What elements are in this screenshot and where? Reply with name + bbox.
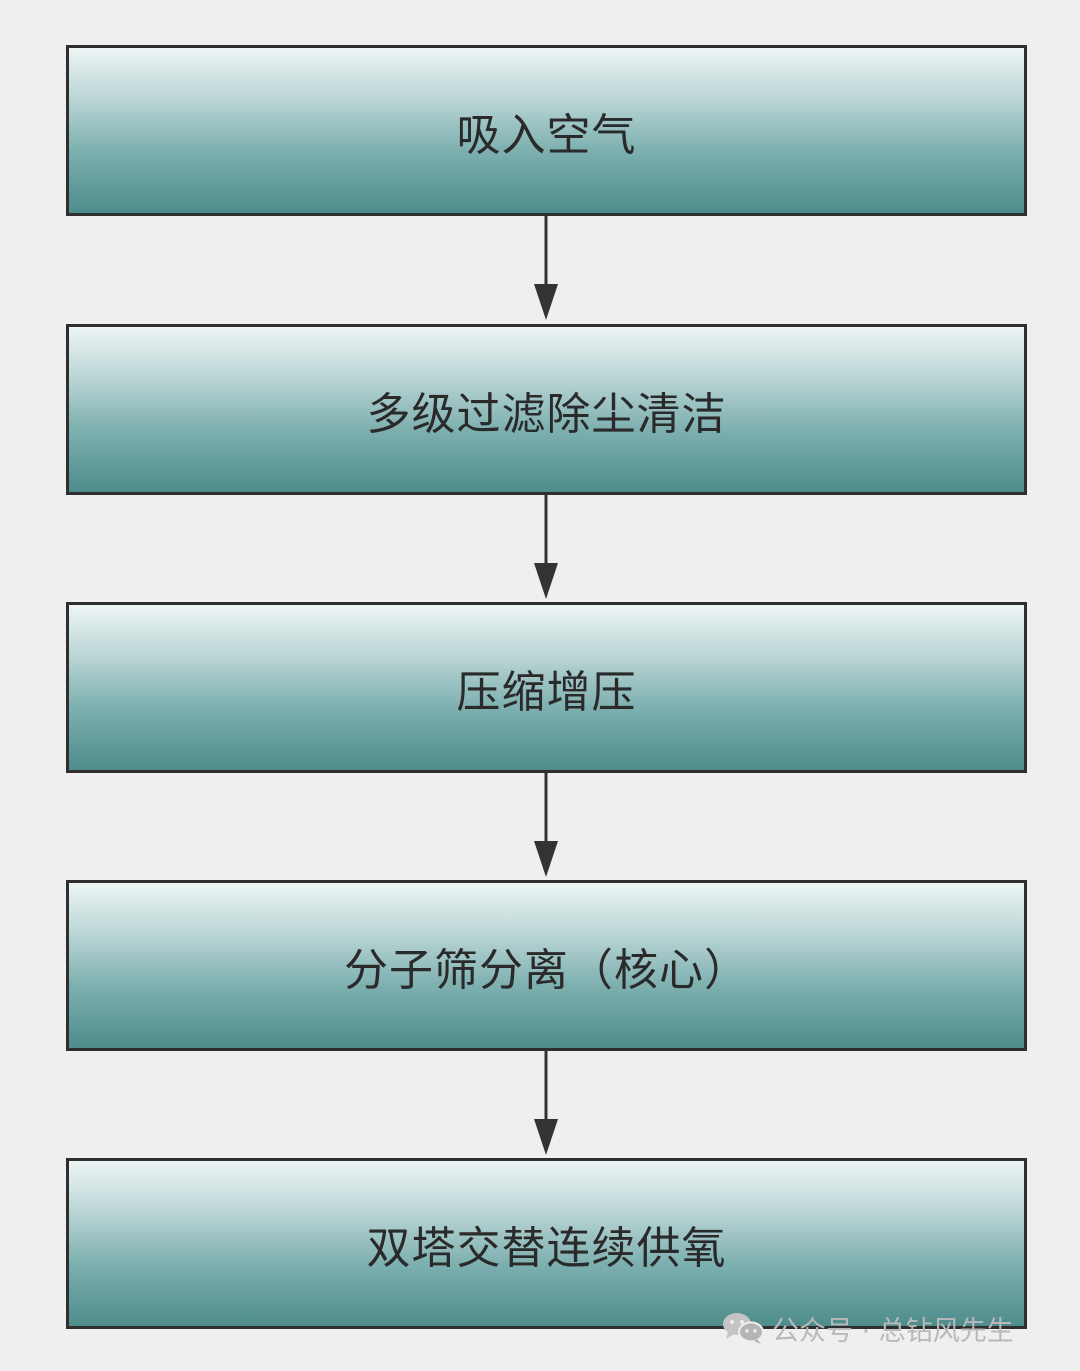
flow-arrow <box>534 495 558 599</box>
flow-step-label: 压缩增压 <box>456 666 637 718</box>
flow-step-label: 吸入空气 <box>456 109 637 161</box>
flow-step-filtration: 多级过滤除尘清洁 <box>66 324 1027 495</box>
flow-step-label: 双塔交替连续供氧 <box>366 1222 727 1274</box>
flow-step-label: 多级过滤除尘清洁 <box>366 388 727 440</box>
flow-step-oxygen-supply: 双塔交替连续供氧 <box>66 1158 1027 1329</box>
flow-step-compression: 压缩增压 <box>66 602 1027 773</box>
flow-arrow <box>534 773 558 877</box>
flow-arrow <box>534 216 558 320</box>
watermark-text: 公众号 · 总钻风先生 <box>772 1315 1014 1347</box>
flow-step-label: 分子筛分离（核心） <box>344 944 749 996</box>
wechat-icon <box>723 1313 764 1344</box>
flow-step-intake: 吸入空气 <box>66 45 1027 216</box>
watermark: 公众号 · 总钻风先生 <box>722 1308 1014 1348</box>
flow-arrow <box>534 1051 558 1155</box>
flow-step-separation: 分子筛分离（核心） <box>66 880 1027 1051</box>
